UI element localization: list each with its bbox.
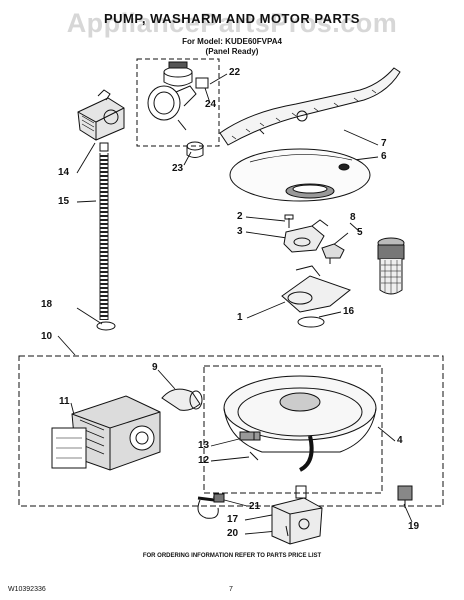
part-4-sump [223, 375, 377, 472]
part-14-drain-pump [77, 89, 125, 152]
group-box-22 [136, 58, 220, 147]
callout-8: 8 [350, 212, 356, 223]
part-2-screw [284, 214, 294, 228]
callout-15: 15 [58, 196, 70, 207]
callout-5: 5 [357, 227, 363, 238]
part-23-plug [186, 141, 204, 158]
callout-20: 20 [227, 528, 239, 539]
callout-4: 4 [397, 435, 403, 446]
callout-13: 13 [198, 440, 210, 451]
part-12-screw [249, 451, 259, 461]
part-7-wash-arm [219, 67, 401, 146]
callout-17: 17 [227, 514, 239, 525]
group-box-10 [18, 355, 444, 507]
panel-line: (Panel Ready) [205, 47, 259, 56]
callout-24: 24 [205, 99, 217, 110]
page-title: PUMP, WASHARM AND MOTOR PARTS [104, 11, 360, 26]
callout-9: 9 [152, 362, 158, 373]
part-3-manifold [283, 219, 329, 253]
callout-16: 16 [343, 306, 355, 317]
callout-6: 6 [381, 151, 387, 162]
callout-22: 22 [229, 67, 241, 78]
part-1-upper-housing [281, 265, 352, 313]
part-17-drain-pump-assembly [271, 485, 323, 545]
callout-11: 11 [59, 396, 70, 407]
callout-10: 10 [41, 331, 53, 342]
callout-12: 12 [198, 455, 210, 466]
callout-2: 2 [237, 211, 243, 222]
page-number: 7 [229, 586, 233, 593]
part-13-thermistor [239, 431, 255, 441]
callout-14: 14 [58, 167, 70, 178]
part-18-clamp [96, 321, 116, 331]
part-6-filter-plate [229, 148, 371, 202]
part-11-motor [51, 395, 161, 471]
leader-lines [57, 73, 413, 535]
part-9-hose [161, 388, 203, 411]
callout-3: 3 [237, 226, 243, 237]
part-16-gasket [297, 316, 325, 328]
document-number: W10392336 [8, 586, 46, 593]
callout-18: 18 [41, 299, 53, 310]
part-5-diverter [321, 243, 345, 264]
callout-21: 21 [249, 501, 261, 512]
ordering-note: FOR ORDERING INFORMATION REFER TO PARTS … [142, 553, 322, 559]
part-20-screw [285, 525, 289, 537]
callout-23: 23 [172, 163, 184, 174]
callout-1: 1 [237, 312, 243, 323]
part-22-pump-cap [147, 61, 209, 131]
part-21-harness [197, 493, 225, 519]
callout-19: 19 [408, 521, 420, 532]
callout-7: 7 [381, 138, 387, 149]
part-19-sensor [397, 485, 413, 508]
part-8-filter [377, 237, 405, 295]
model-line: For Model: KUDE60FVPA4 [182, 37, 282, 46]
